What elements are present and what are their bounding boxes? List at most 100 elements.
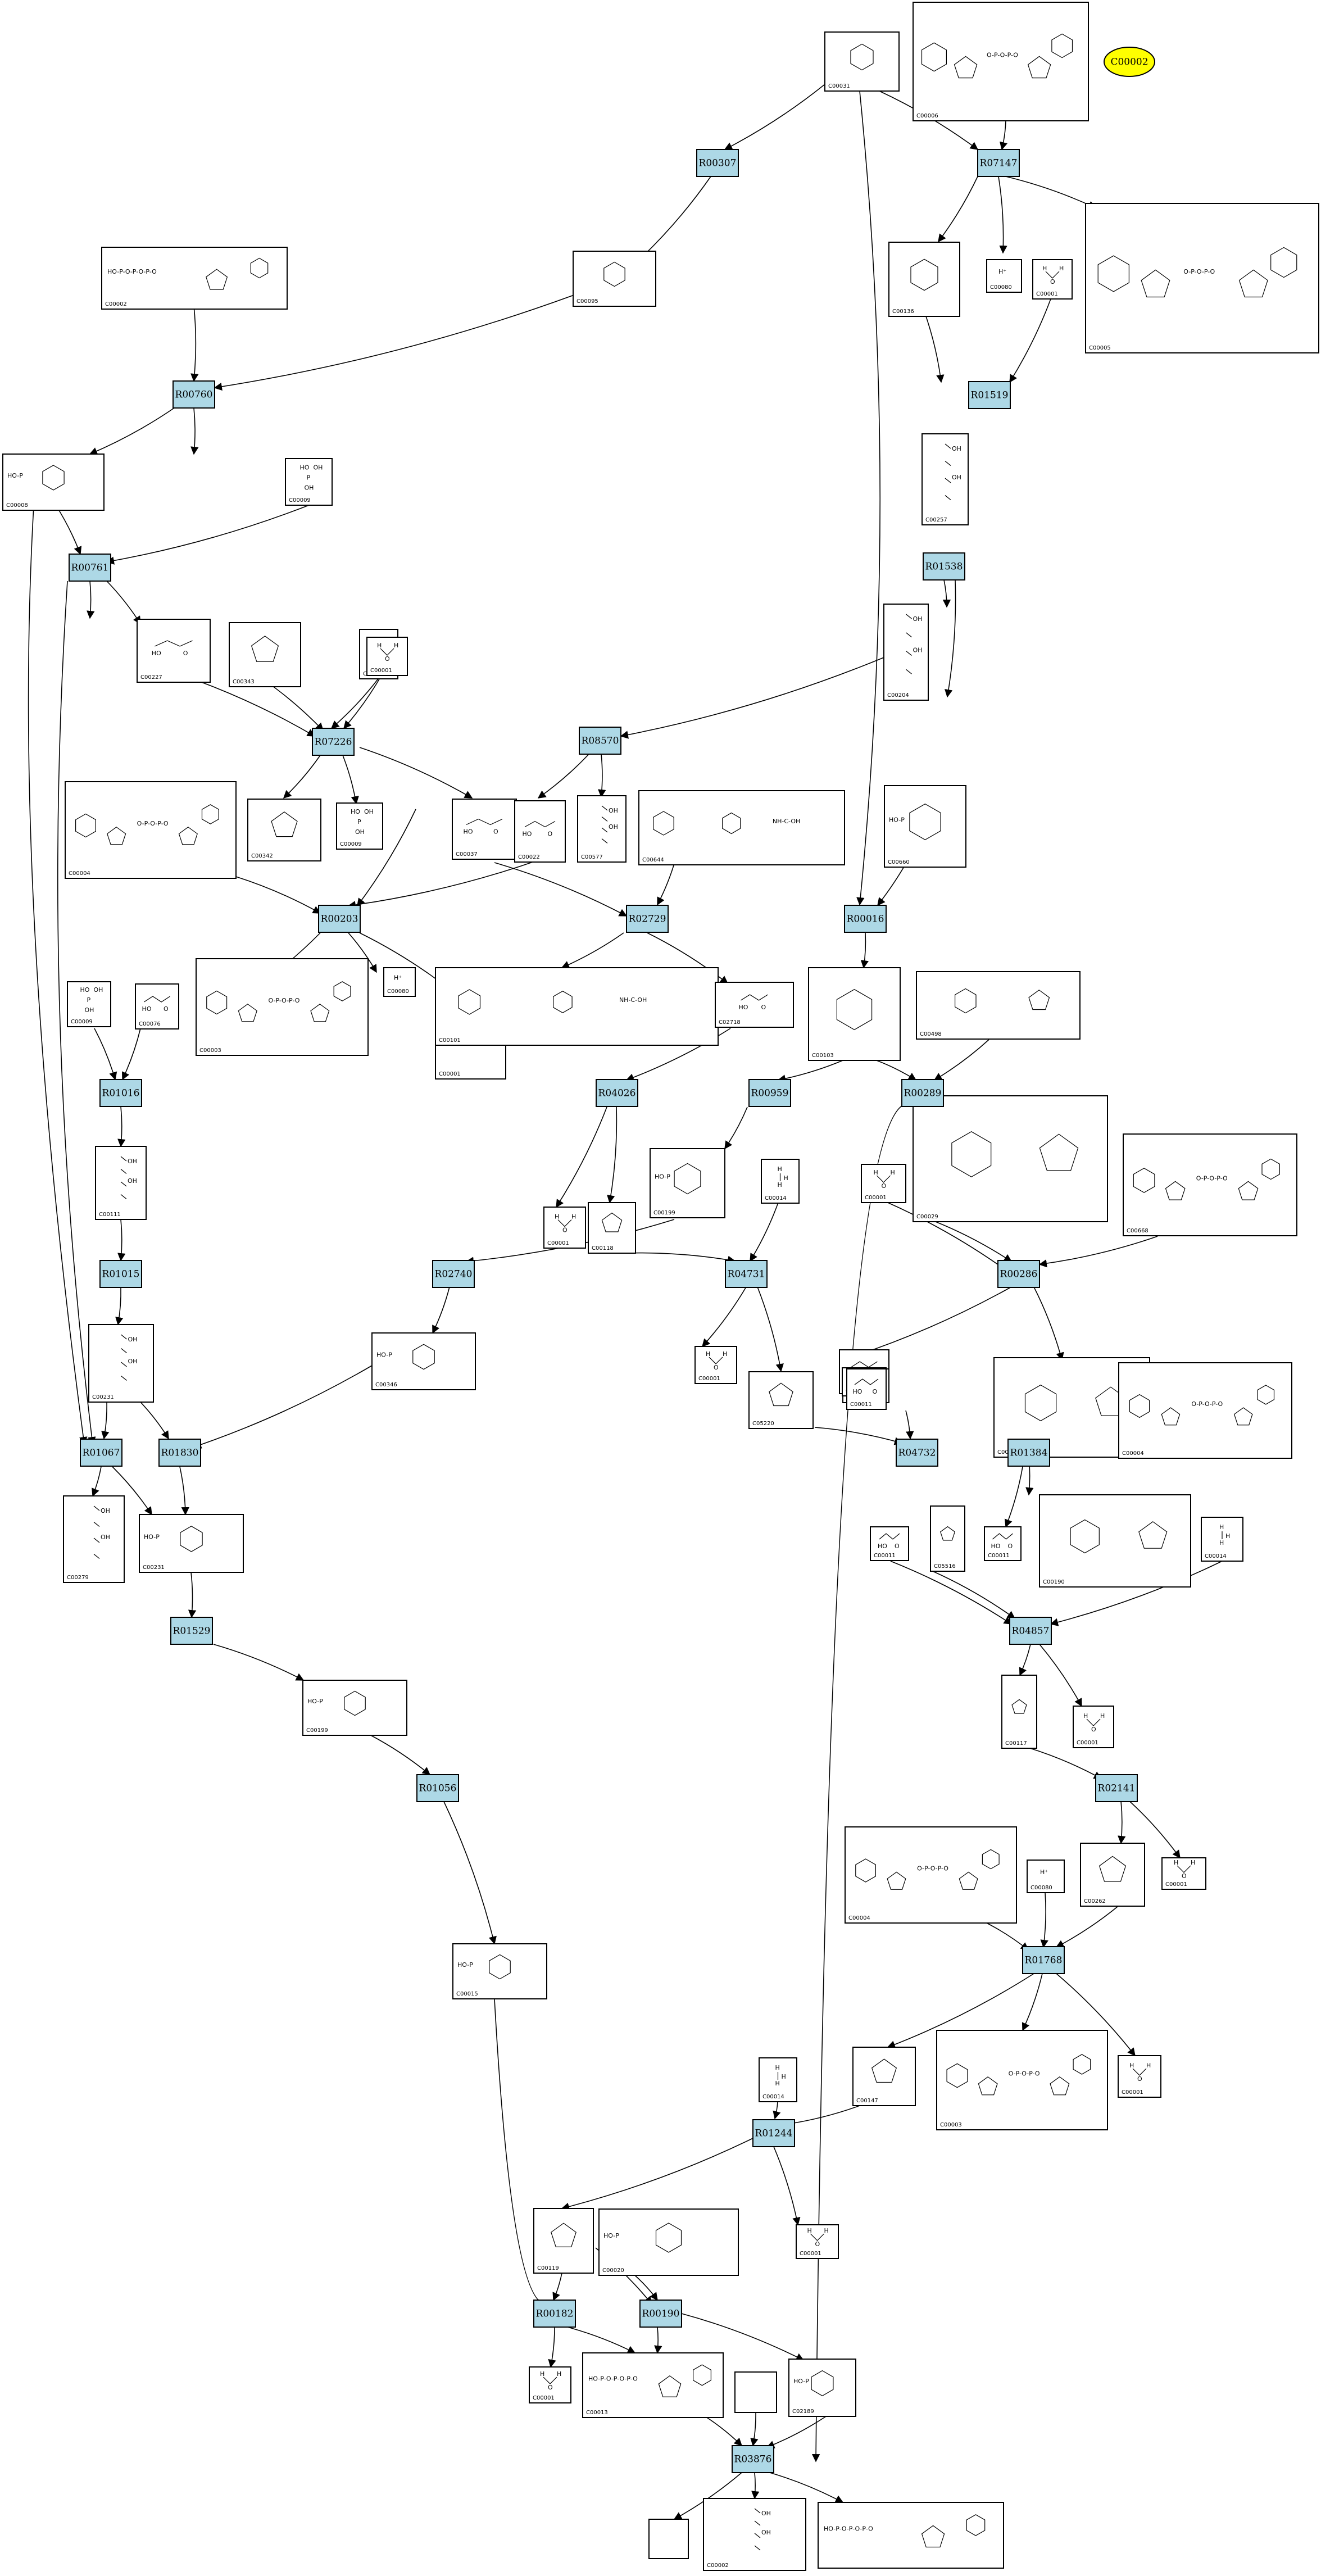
- compound-node[interactable]: [648, 2519, 689, 2559]
- reaction-node[interactable]: R08570: [579, 727, 621, 755]
- compound-node[interactable]: C00147: [852, 2047, 916, 2106]
- reaction-node[interactable]: R00182: [533, 2300, 576, 2328]
- compound-node[interactable]: HO-P-O-P-O-P-O: [818, 2502, 1004, 2569]
- reaction-node[interactable]: R00959: [748, 1079, 791, 1107]
- reaction-node[interactable]: R01384: [1007, 1439, 1050, 1467]
- reaction-node[interactable]: R03876: [732, 2445, 774, 2473]
- reaction-node[interactable]: R01538: [923, 552, 965, 580]
- compound-node[interactable]: H⁺C00080: [383, 967, 416, 997]
- compound-node[interactable]: C05220: [748, 1371, 814, 1429]
- reaction-node[interactable]: R00286: [997, 1260, 1040, 1288]
- reaction-node[interactable]: R02729: [626, 905, 669, 933]
- reaction-node[interactable]: R00760: [172, 380, 215, 409]
- reaction-node[interactable]: R00307: [696, 149, 739, 177]
- compound-node[interactable]: C00342: [247, 799, 321, 861]
- compound-node[interactable]: C00103: [808, 967, 901, 1061]
- reaction-node[interactable]: R02141: [1095, 1774, 1138, 1802]
- reaction-node[interactable]: R00190: [639, 2300, 682, 2328]
- compound-node[interactable]: C00118: [588, 1202, 636, 1254]
- compound-node[interactable]: H⁺C00080: [986, 259, 1022, 293]
- compound-node[interactable]: C00190: [1039, 1494, 1191, 1588]
- reaction-node[interactable]: R02740: [432, 1260, 475, 1288]
- reaction-node[interactable]: R01244: [752, 2119, 795, 2147]
- reaction-node[interactable]: R07226: [312, 728, 355, 756]
- reaction-node[interactable]: R01016: [99, 1079, 142, 1107]
- compound-node[interactable]: C00119: [533, 2208, 594, 2274]
- compound-node[interactable]: [734, 2371, 777, 2413]
- compound-node[interactable]: C00095: [573, 251, 656, 307]
- reaction-node[interactable]: R01015: [99, 1260, 142, 1288]
- reaction-node[interactable]: R00761: [69, 554, 111, 582]
- compound-node[interactable]: C00262: [1080, 1843, 1145, 1907]
- reaction-node[interactable]: R01529: [170, 1617, 213, 1645]
- compound-node[interactable]: C00031: [824, 31, 900, 92]
- compound-node[interactable]: C05516: [930, 1505, 965, 1572]
- reaction-node[interactable]: R04731: [725, 1260, 768, 1288]
- compound-node[interactable]: C00343: [229, 622, 301, 687]
- compound-node[interactable]: C00136: [888, 242, 960, 317]
- reaction-node[interactable]: R04732: [896, 1439, 938, 1467]
- reaction-node[interactable]: R01830: [158, 1439, 201, 1467]
- reaction-node[interactable]: R01056: [416, 1774, 459, 1802]
- reaction-node[interactable]: R00203: [318, 905, 361, 933]
- reaction-node[interactable]: R07147: [977, 149, 1020, 177]
- reaction-node[interactable]: R00016: [844, 905, 887, 933]
- reaction-node[interactable]: R00289: [901, 1079, 944, 1107]
- highlight-node[interactable]: C00002: [1104, 47, 1155, 77]
- compound-node[interactable]: H⁺C00080: [1027, 1860, 1065, 1893]
- compound-node[interactable]: C00029: [913, 1095, 1108, 1222]
- reaction-node[interactable]: R01519: [968, 381, 1011, 409]
- compound-node[interactable]: C00498: [916, 971, 1081, 1040]
- compound-node[interactable]: C00117: [1001, 1675, 1037, 1749]
- reaction-node[interactable]: R01067: [80, 1439, 122, 1467]
